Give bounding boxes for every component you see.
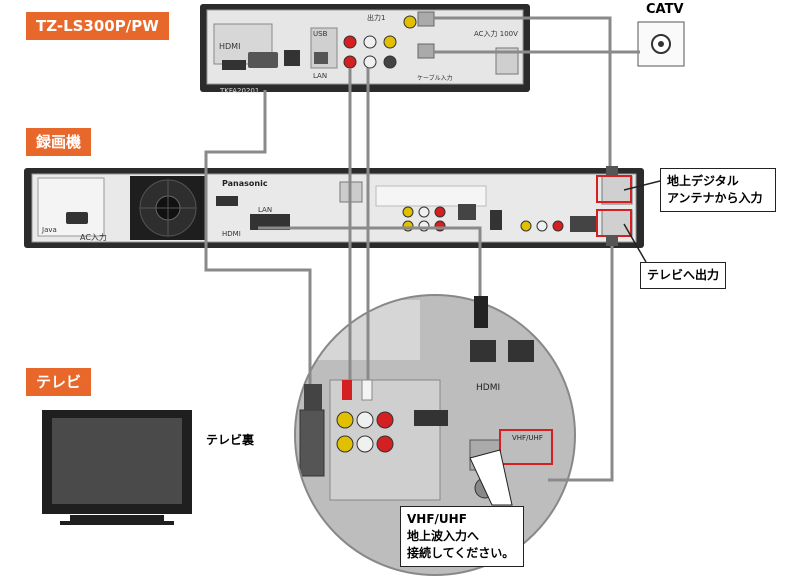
svg-text:HDMI: HDMI	[222, 230, 241, 238]
recorder-device: Java AC入力 Panasonic HDMI LAN	[24, 168, 644, 248]
catv-label: CATV	[646, 2, 684, 17]
tv-tag: テレビ	[26, 368, 92, 396]
vhf-line3: 接続してください。	[407, 546, 515, 560]
svg-text:HDMI: HDMI	[476, 383, 500, 393]
svg-text:LAN: LAN	[258, 206, 272, 214]
vhf-uhf-highlight	[499, 429, 553, 465]
to-tv-out-text: テレビへ出力	[647, 268, 720, 282]
svg-text:ケーブル入力: ケーブル入力	[417, 74, 453, 82]
svg-text:Java: Java	[41, 226, 57, 234]
svg-text:HDMI: HDMI	[219, 42, 240, 51]
catv-outlet	[637, 21, 685, 67]
tuner-model-tag: TZ-LS300P/PW	[26, 12, 169, 40]
cables	[204, 16, 640, 482]
svg-text:TKFA20201: TKFA20201	[219, 87, 259, 95]
tv-back-label: テレビ裏	[206, 433, 255, 447]
terrestrial-in-line1: 地上デジタル	[667, 174, 739, 188]
svg-text:AC入力 100V: AC入力 100V	[474, 29, 518, 38]
recorder-tag: 録画機	[26, 128, 92, 156]
tv-icon	[42, 410, 192, 525]
tuner-hdmi-port	[222, 60, 246, 70]
vhf-uhf-callout: VHF/UHF 地上波入力へ 接続してください。	[400, 506, 524, 567]
vhf-line1: VHF/UHF	[407, 512, 467, 526]
vhf-line2: 地上波入力へ	[407, 529, 480, 543]
svg-text:USB: USB	[313, 30, 328, 38]
svg-text:出力1: 出力1	[367, 13, 385, 22]
svg-text:Panasonic: Panasonic	[222, 179, 268, 188]
tuner-device: HDMI TKFA20201 USB LAN 出力1 AC入力 100V ケーブ…	[200, 4, 530, 95]
tuner-d-port	[248, 52, 278, 68]
svg-text:VHF/UHF: VHF/UHF	[512, 434, 543, 442]
terrestrial-in-callout: 地上デジタル アンテナから入力	[660, 168, 776, 212]
svg-text:AC入力: AC入力	[80, 232, 107, 242]
to-tv-out-callout: テレビへ出力	[640, 262, 727, 289]
terrestrial-in-line2: アンテナから入力	[667, 191, 763, 205]
svg-text:LAN: LAN	[313, 72, 327, 80]
